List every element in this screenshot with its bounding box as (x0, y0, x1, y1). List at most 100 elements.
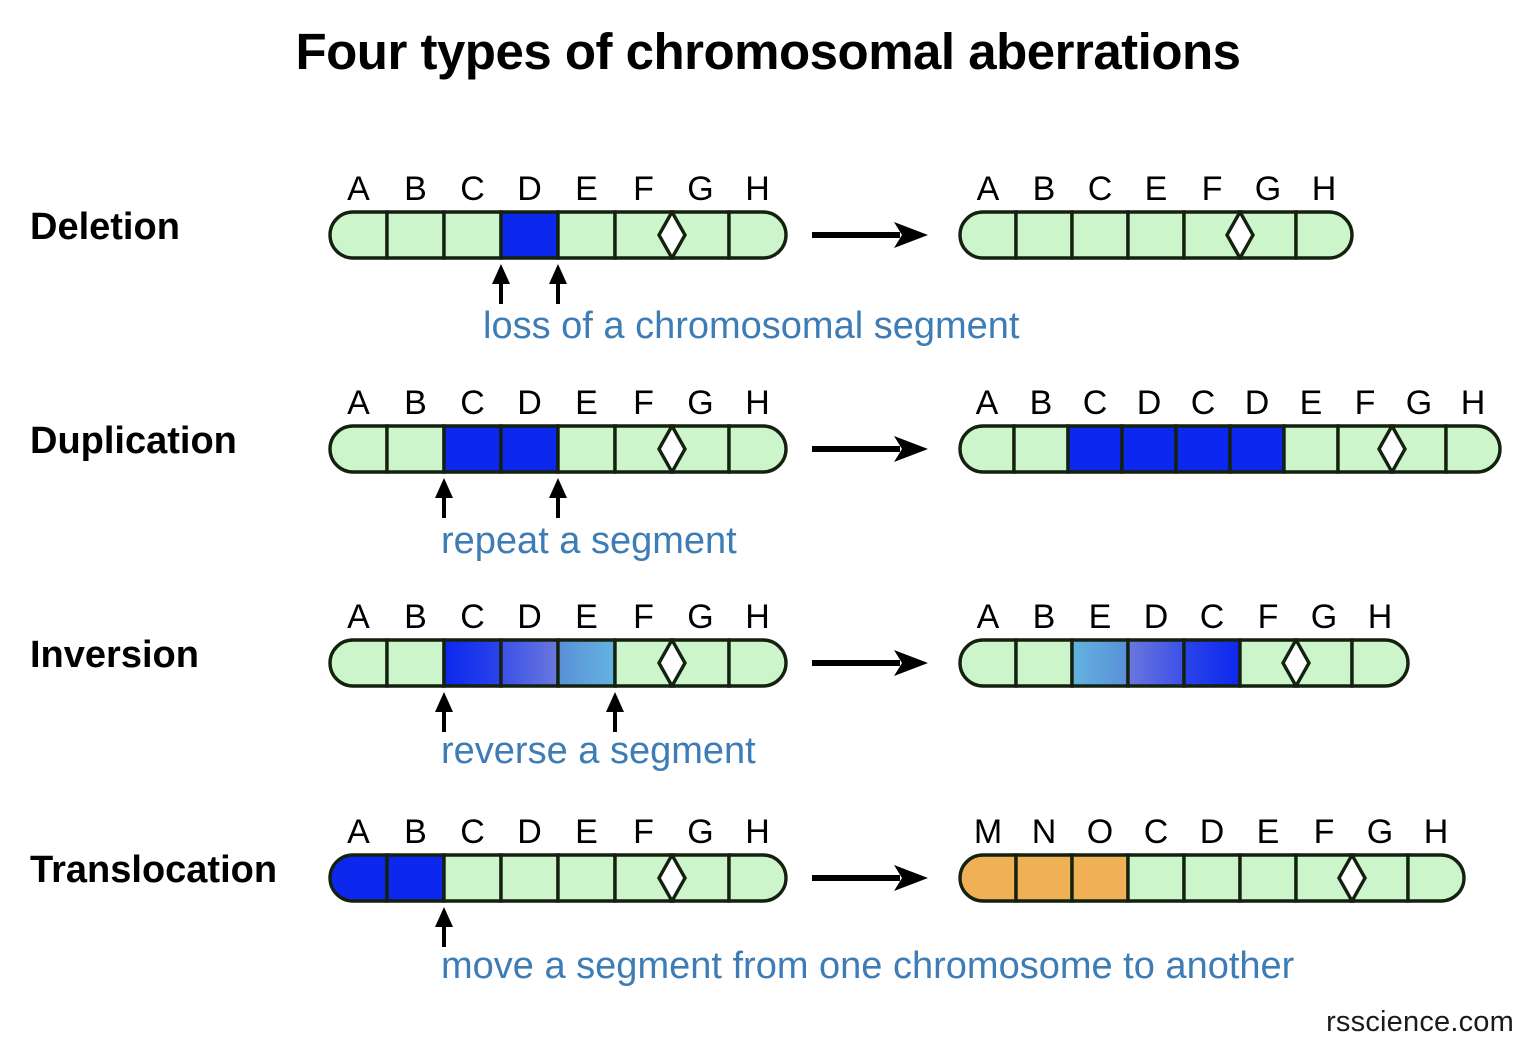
chromosome-band-d (1126, 638, 1186, 688)
chromosome-band-g (669, 210, 731, 260)
transform-arrow-translocation (812, 865, 928, 891)
band-label-c: C (460, 170, 485, 208)
chromosome-band-d (499, 424, 560, 474)
band-label-a: A (347, 598, 370, 636)
chromosome-band-e (1282, 424, 1340, 474)
band-label-e: E (1257, 813, 1280, 851)
band-label-f: F (633, 813, 654, 851)
band-label-h: H (1461, 384, 1486, 422)
band-label-d: D (1200, 813, 1225, 851)
caption-duplication: repeat a segment (441, 520, 737, 562)
marker-arrowhead (549, 478, 567, 498)
chromosome-band-b (385, 210, 446, 260)
chromosome-band-h (727, 853, 788, 903)
chromosome-band-f (1294, 853, 1355, 903)
band-label-c: C (1200, 598, 1225, 636)
chromosome-band-g (1349, 853, 1410, 903)
band-label-b: B (1033, 170, 1056, 208)
band-label-e: E (575, 384, 598, 422)
chromosome-band-c (1070, 210, 1130, 260)
transform-arrow-deletion (812, 222, 928, 248)
arrow-head (894, 222, 928, 248)
row-label-translocation: Translocation (30, 849, 278, 891)
marker-arrowhead (606, 692, 624, 712)
band-label-b: B (404, 170, 427, 208)
marker-arrowhead (435, 692, 453, 712)
chromosome-band-h (1444, 424, 1502, 474)
band-label-g: G (1406, 384, 1432, 422)
chromosome-band-c (1126, 853, 1186, 903)
band-label-a: A (347, 384, 370, 422)
chromosome-band-n (1014, 853, 1074, 903)
chromosome-band-a (328, 210, 389, 260)
band-label-a: A (976, 384, 999, 422)
breakpoint-marker-1 (492, 264, 510, 304)
chromosome-band-g (1237, 210, 1298, 260)
breakpoint-marker-1 (435, 692, 453, 732)
chromosome-band-f (613, 638, 675, 688)
band-label-g: G (687, 170, 713, 208)
chromosome-band-g (669, 638, 731, 688)
band-label-g: G (687, 598, 713, 636)
chromosome-band-h (727, 210, 788, 260)
chromosome-band-e (1070, 638, 1130, 688)
marker-arrowhead (435, 907, 453, 927)
band-label-d: D (1144, 598, 1169, 636)
band-label-h: H (745, 813, 770, 851)
transform-arrow-inversion (812, 650, 928, 676)
chromosome-band-a (958, 210, 1018, 260)
chromosome-band-c (1182, 638, 1242, 688)
chromosome-band-f (613, 424, 675, 474)
chromosome-band-d (499, 638, 560, 688)
chromosome-band-e (556, 853, 617, 903)
chromosome-band-m (958, 853, 1018, 903)
chromosome-band-f (1336, 424, 1395, 474)
chromosome-band-g (669, 853, 731, 903)
band-label-d: D (517, 170, 542, 208)
band-label-f: F (1202, 170, 1223, 208)
band-label-f: F (633, 384, 654, 422)
chromosome-band-e (556, 638, 617, 688)
chromosome-band-g (1389, 424, 1448, 474)
chromosome-band-e (1126, 210, 1186, 260)
chromosome-band-h (1350, 638, 1410, 688)
band-label-g: G (1255, 170, 1281, 208)
band-label-b: B (1030, 384, 1053, 422)
chromosome-band-a (328, 853, 389, 903)
chromosome-band-a (958, 638, 1018, 688)
chromosome-band-b (385, 638, 446, 688)
chromosome-band-c (1174, 424, 1232, 474)
chromosome-band-b (385, 853, 446, 903)
breakpoint-marker-1 (435, 478, 453, 518)
band-label-a: A (347, 813, 370, 851)
band-label-g: G (1367, 813, 1393, 851)
arrow-head (894, 436, 928, 462)
band-label-f: F (1314, 813, 1335, 851)
band-label-m: M (974, 813, 1002, 851)
band-label-h: H (1424, 813, 1449, 851)
band-label-c: C (1144, 813, 1169, 851)
chromosome-band-h (727, 638, 788, 688)
band-label-g: G (687, 384, 713, 422)
breakpoint-marker-2 (549, 478, 567, 518)
band-label-a: A (347, 170, 370, 208)
transform-arrow-duplication (812, 436, 928, 462)
row-label-duplication: Duplication (30, 420, 237, 462)
chromosome-band-c (442, 638, 503, 688)
arrow-head (894, 650, 928, 676)
chromosome-band-h (727, 424, 788, 474)
chromosome-band-c (1066, 424, 1124, 474)
band-label-h: H (1368, 598, 1393, 636)
band-label-g: G (1311, 598, 1337, 636)
row-label-inversion: Inversion (30, 634, 199, 676)
band-label-e: E (1145, 170, 1168, 208)
breakpoint-marker-1 (435, 907, 453, 947)
band-label-c: C (1191, 384, 1216, 422)
band-label-h: H (745, 598, 770, 636)
